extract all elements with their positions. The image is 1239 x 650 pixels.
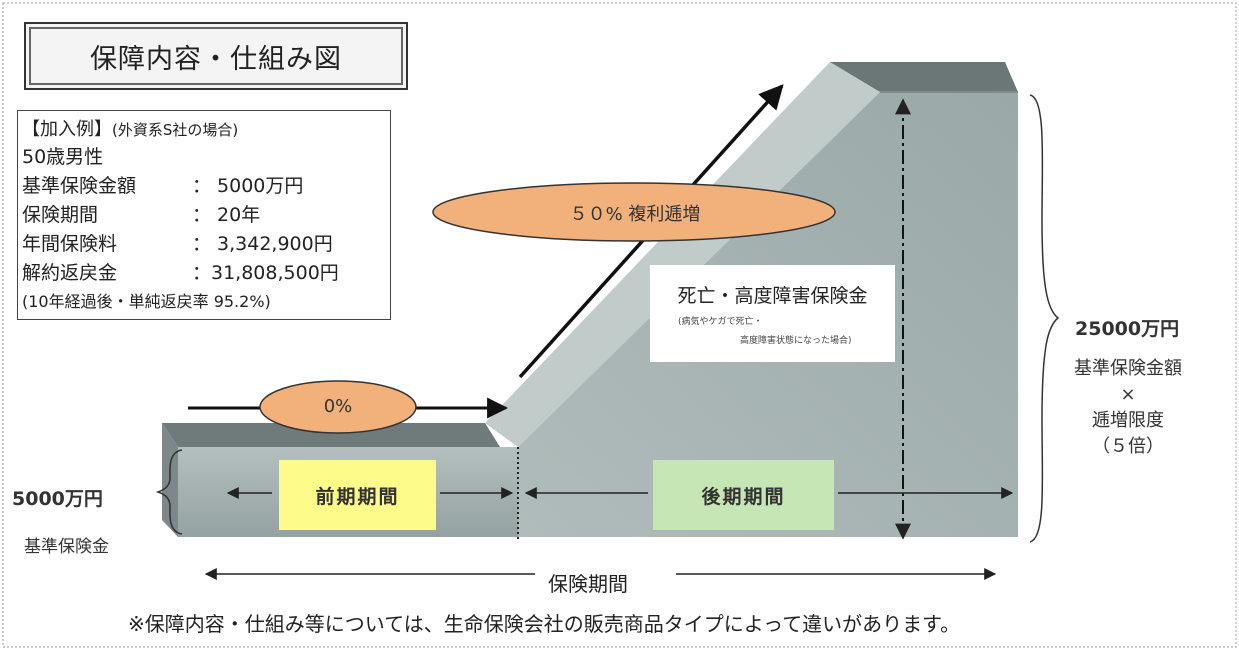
footnote: ※保障内容・仕組み等については、生命保険会社の販売商品タイプによって違いがありま… xyxy=(128,612,961,636)
example-row-label: 保険期間 xyxy=(22,204,99,226)
death-benefit-title: 死亡・高度障害保険金 xyxy=(677,285,868,307)
max-line: （５倍） xyxy=(1092,436,1164,457)
block-tall-top xyxy=(830,62,1018,92)
block-top-face xyxy=(162,423,500,447)
example-row: 年間保険料 ： 3,342,900円 xyxy=(22,230,386,259)
max-line: 逓増限度 xyxy=(1092,410,1164,431)
early-period-label: 前期期間 xyxy=(279,460,436,530)
max-amount-explanation: 基準保険金額 × 逓増限度 （５倍） xyxy=(1058,356,1198,460)
base-amount-label: 基準保険金 xyxy=(24,537,109,557)
growth-ellipse-label: ５０% 複利逓増 xyxy=(569,204,701,225)
death-benefit-sub1: (病気やケガで死亡・ xyxy=(678,317,763,327)
example-row: 保険期間 ： 20年 xyxy=(22,201,386,230)
max-amount: 25000万円 xyxy=(1075,318,1180,340)
example-row-label: 基準保険金額 xyxy=(22,175,137,197)
diagram-title: 保障内容・仕組み図 xyxy=(24,22,408,90)
block-ramp-face xyxy=(485,62,880,447)
flat-ellipse-label: 0% xyxy=(323,396,353,417)
example-row-value: ： 3,342,900円 xyxy=(192,233,333,255)
example-row-value: ： 20年 xyxy=(192,204,261,226)
example-row-value: ：31,808,500円 xyxy=(192,262,339,284)
max-line: 基準保険金額 xyxy=(1074,358,1182,379)
example-heading-text: 【加入例】 xyxy=(22,119,112,140)
growth-ellipse xyxy=(432,182,836,242)
death-benefit-sub2: 高度障害状態になった場合) xyxy=(740,336,852,346)
death-benefit-box: 死亡・高度障害保険金 (病気やケガで死亡・ 高度障害状態になった場合) xyxy=(650,265,895,362)
insurance-period-label: 保険期間 xyxy=(548,572,628,596)
late-period-label: 後期期間 xyxy=(653,460,834,530)
example-row-label: 年間保険料 xyxy=(22,233,118,255)
example-row-value: ： 5000万円 xyxy=(192,175,304,197)
left-brace xyxy=(155,449,183,535)
enrollment-example-box: 【加入例】(外資系S社の場合) 50歳男性 基準保険金額 ： 5000万円 保険… xyxy=(17,110,391,320)
example-note: (10年経過後・単純返戻率 95.2%) xyxy=(22,292,271,311)
example-subject: 50歳男性 xyxy=(22,146,104,168)
base-amount: 5000万円 xyxy=(12,488,103,510)
max-line: × xyxy=(1120,384,1136,405)
flat-ellipse xyxy=(259,380,417,434)
right-brace xyxy=(1029,94,1060,543)
example-heading: 【加入例】(外資系S社の場合) xyxy=(22,117,386,143)
example-row-label: 解約返戻金 xyxy=(22,262,118,284)
example-heading-note: (外資系S社の場合) xyxy=(112,121,239,139)
example-row: 解約返戻金 ：31,808,500円 xyxy=(22,259,386,288)
example-row: 基準保険金額 ： 5000万円 xyxy=(22,172,386,201)
